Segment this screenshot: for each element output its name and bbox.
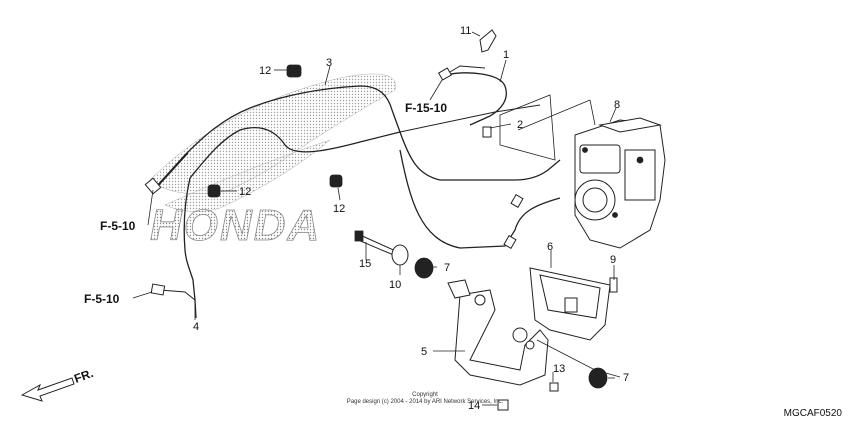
honda-watermark-text: HONDA: [150, 201, 321, 250]
callout-9: 9: [610, 254, 616, 266]
callout-10: 10: [389, 279, 401, 291]
honda-wing-watermark: [149, 73, 396, 212]
copyright-line-2: Page design (c) 2004 - 2014 by ARI Netwo…: [347, 399, 504, 405]
ref-f-15-10: F-15-10: [405, 101, 447, 115]
brake-pipes: [154, 65, 561, 319]
callout-15: 15: [359, 258, 371, 270]
callout-11: 11: [460, 25, 471, 37]
callout-numbers: 1 2 3 4 5 6 7 7 8 9 10 11 12 12 12 13 14…: [193, 25, 629, 412]
pipe-fittings: [144, 67, 524, 296]
leader-lines: [194, 31, 621, 406]
drawing-code: MGCAF0520: [784, 408, 843, 419]
callout-1: 1: [503, 49, 509, 61]
callout-14: 14: [468, 400, 480, 412]
callout-8: 8: [614, 99, 620, 111]
callout-5: 5: [421, 346, 427, 358]
callout-3: 3: [326, 57, 332, 69]
ref-f-5-10-lower: F-5-10: [84, 292, 120, 306]
front-direction-arrow: FR.: [20, 366, 95, 402]
callout-7a: 7: [444, 262, 450, 274]
small-parts: [207, 29, 618, 411]
callout-13: 13: [553, 363, 565, 375]
arrow-icon: [20, 377, 75, 402]
abs-tray: [529, 267, 611, 341]
callout-12c: 12: [333, 203, 345, 215]
callout-12a: 12: [259, 65, 271, 77]
callout-4: 4: [193, 321, 199, 333]
reference-labels: F-15-10 F-5-10 F-5-10: [84, 79, 447, 306]
callout-7b: 7: [623, 372, 629, 384]
copyright-line-1: Copyright: [412, 392, 438, 398]
direction-label: FR.: [72, 366, 95, 386]
abs-modulator-assembly: [574, 117, 666, 249]
callout-2: 2: [517, 119, 523, 131]
ref-f-5-10-upper: F-5-10: [100, 219, 136, 233]
abs-bracket: [447, 279, 549, 386]
callout-6: 6: [547, 241, 553, 253]
callout-12b: 12: [239, 186, 251, 198]
